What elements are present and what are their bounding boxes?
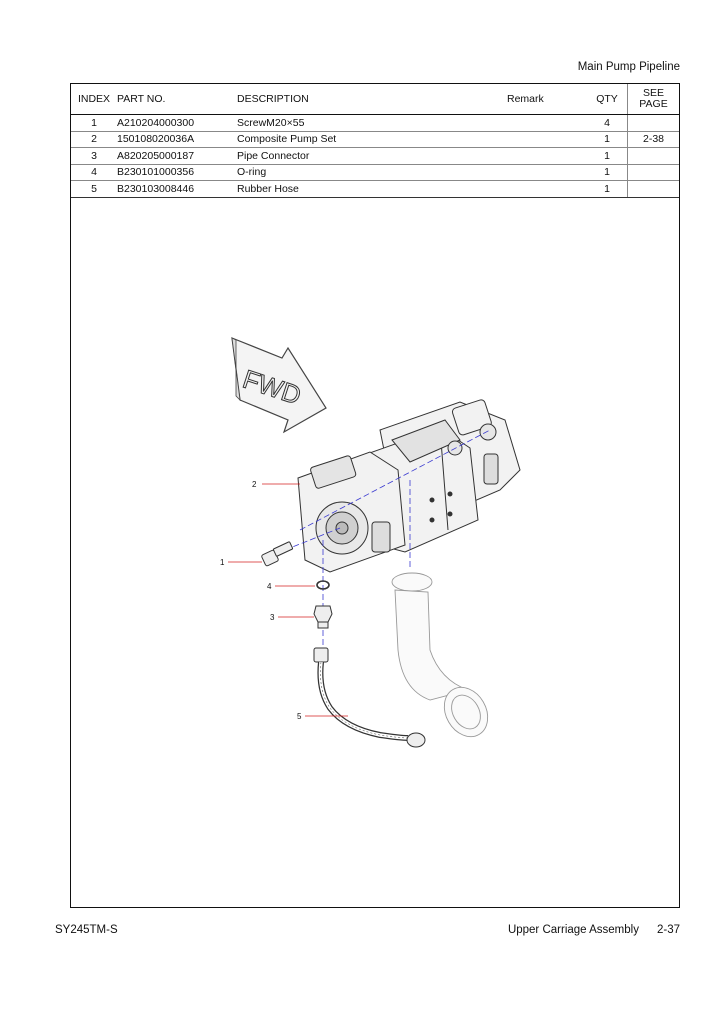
table-row: 5 B230103008446 Rubber Hose 1: [71, 180, 679, 198]
cell-part-no: B230103008446: [117, 180, 237, 198]
cell-index: 3: [71, 147, 117, 165]
leader-lines: [228, 483, 348, 717]
screw-icon: [261, 541, 294, 567]
cell-description: Pipe Connector: [237, 147, 507, 165]
cell-part-no: 150108020036A: [117, 131, 237, 148]
col-see-page-line2: PAGE: [639, 98, 668, 110]
cell-part-no: A820205000187: [117, 147, 237, 165]
cell-remark: [507, 180, 587, 198]
cell-remark: [507, 114, 587, 132]
cell-qty: 1: [587, 164, 628, 181]
callout-4: 4: [267, 582, 272, 591]
cell-description: Rubber Hose: [237, 180, 507, 198]
cell-index: 4: [71, 164, 117, 181]
pipe-connector-icon: [313, 605, 333, 629]
parts-table: INDEX PART NO. DESCRIPTION Remark QTY SE…: [71, 84, 679, 198]
cell-part-no: B230101000356: [117, 164, 237, 181]
col-see-page: SEE PAGE: [627, 84, 679, 115]
col-index: INDEX: [71, 84, 117, 115]
o-ring-icon: [316, 580, 330, 590]
table-row: 4 B230101000356 O-ring 1: [71, 164, 679, 181]
col-description: DESCRIPTION: [237, 84, 507, 115]
col-qty: QTY: [587, 84, 628, 115]
cell-see-page: [627, 147, 679, 165]
cell-index: 1: [71, 114, 117, 132]
centerline-group: [284, 429, 491, 650]
fwd-arrow-icon: FWD: [231, 337, 327, 434]
suction-pipe-icon: [391, 572, 489, 738]
cell-qty: 1: [587, 180, 628, 198]
footer-section-page: Upper Carriage Assembly 2-37: [508, 924, 680, 936]
callout-5: 5: [297, 712, 302, 721]
cell-index: 2: [71, 131, 117, 148]
table-row: 3 A820205000187 Pipe Connector 1: [71, 147, 679, 165]
cell-description: O-ring: [237, 164, 507, 181]
cell-qty: 4: [587, 114, 628, 132]
cell-see-page: [627, 114, 679, 132]
table-row: 2 150108020036A Composite Pump Set 1 2-3…: [71, 131, 679, 148]
callout-2: 2: [252, 480, 257, 489]
footer-section: Upper Carriage Assembly: [507, 924, 639, 936]
parts-frame: INDEX PART NO. DESCRIPTION Remark QTY SE…: [70, 83, 680, 908]
col-part-no: PART NO.: [117, 84, 237, 115]
cell-see-page: [627, 164, 679, 181]
cell-see-page: 2-38: [627, 131, 679, 148]
cell-qty: 1: [587, 147, 628, 165]
col-see-page-line1: SEE: [642, 87, 664, 99]
page-title: Main Pump Pipeline: [577, 61, 680, 73]
cell-part-no: A210204000300: [117, 114, 237, 132]
cell-index: 5: [71, 180, 117, 198]
cell-remark: [507, 131, 587, 148]
cell-remark: [507, 147, 587, 165]
cell-qty: 1: [587, 131, 628, 148]
footer-model: SY245TM-S: [55, 924, 118, 936]
cell-see-page: [627, 180, 679, 198]
table-header-row: INDEX PART NO. DESCRIPTION Remark QTY SE…: [71, 84, 679, 115]
col-remark: Remark: [507, 84, 587, 115]
table-row: 1 A210204000300 ScrewM20×55 4: [71, 114, 679, 132]
cell-remark: [507, 164, 587, 181]
callout-1: 1: [220, 558, 225, 567]
rubber-hose-icon: [313, 647, 426, 748]
cell-description: Composite Pump Set: [237, 131, 507, 148]
composite-pump-icon: [297, 399, 521, 573]
callout-3: 3: [270, 613, 275, 622]
footer-page-number: 2-37: [656, 924, 680, 936]
cell-description: ScrewM20×55: [237, 114, 507, 132]
